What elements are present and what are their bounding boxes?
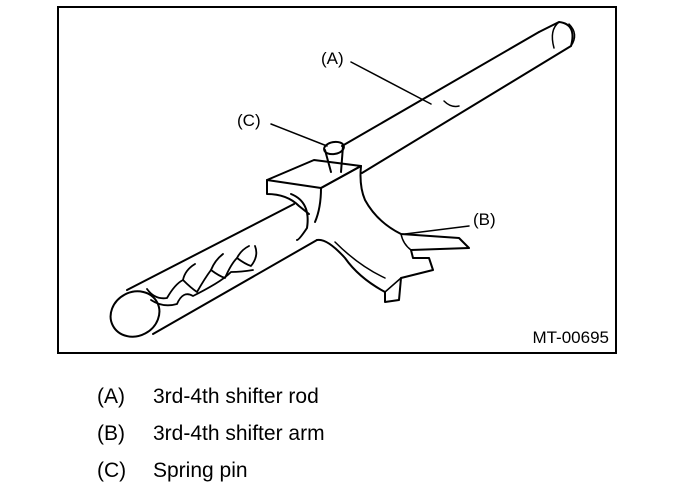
shifter-arm: [266, 159, 470, 303]
callout-c: (C): [237, 111, 261, 130]
legend-key: (B): [97, 422, 125, 445]
leader-lines: [270, 61, 470, 235]
spring-pin: [323, 140, 345, 173]
figure-frame: (A) (C) (B) MT-00695: [57, 6, 617, 354]
shifter-rod: [109, 21, 576, 338]
shifter-assembly-drawing: [109, 21, 576, 338]
callout-b: (B): [473, 210, 496, 229]
leader-a: [350, 61, 432, 105]
callout-a: (A): [321, 49, 344, 68]
figure-id: MT-00695: [532, 328, 609, 347]
legend-text: Spring pin: [153, 459, 248, 482]
leader-b: [404, 225, 470, 235]
legend-text: 3rd-4th shifter rod: [153, 385, 319, 408]
legend-text: 3rd-4th shifter arm: [153, 422, 325, 445]
detent-grooves: [146, 245, 258, 307]
leader-c: [270, 123, 328, 147]
legend-key: (C): [97, 459, 127, 482]
legend-key: (A): [97, 385, 125, 408]
